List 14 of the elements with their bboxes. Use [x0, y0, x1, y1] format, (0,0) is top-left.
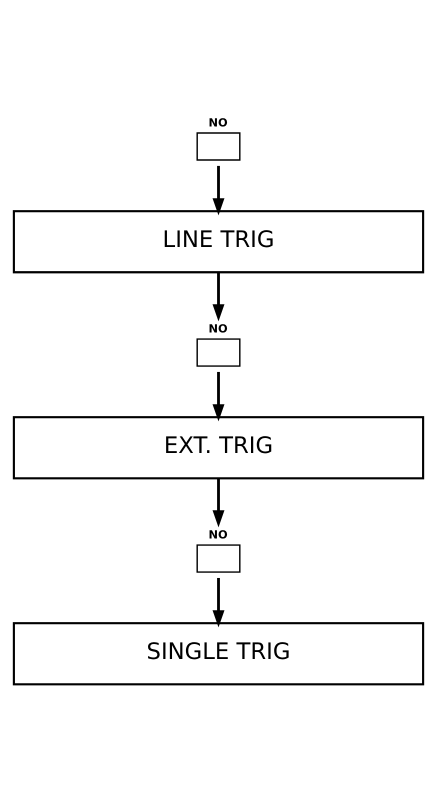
node-box: EXT. TRIG — [12, 416, 424, 480]
node-label: NO — [208, 321, 228, 336]
arrow — [212, 478, 224, 528]
node-box: LINE TRIG — [12, 210, 424, 274]
node-box: SINGLE TRIG — [12, 622, 424, 686]
arrow — [212, 166, 224, 216]
node-label: NO — [208, 528, 228, 542]
arrow — [212, 578, 224, 628]
node-box — [196, 132, 241, 161]
node-box — [196, 338, 241, 367]
arrow — [212, 372, 224, 422]
node-box — [196, 544, 241, 573]
arrow — [212, 272, 224, 322]
node-label: NO — [208, 115, 228, 130]
